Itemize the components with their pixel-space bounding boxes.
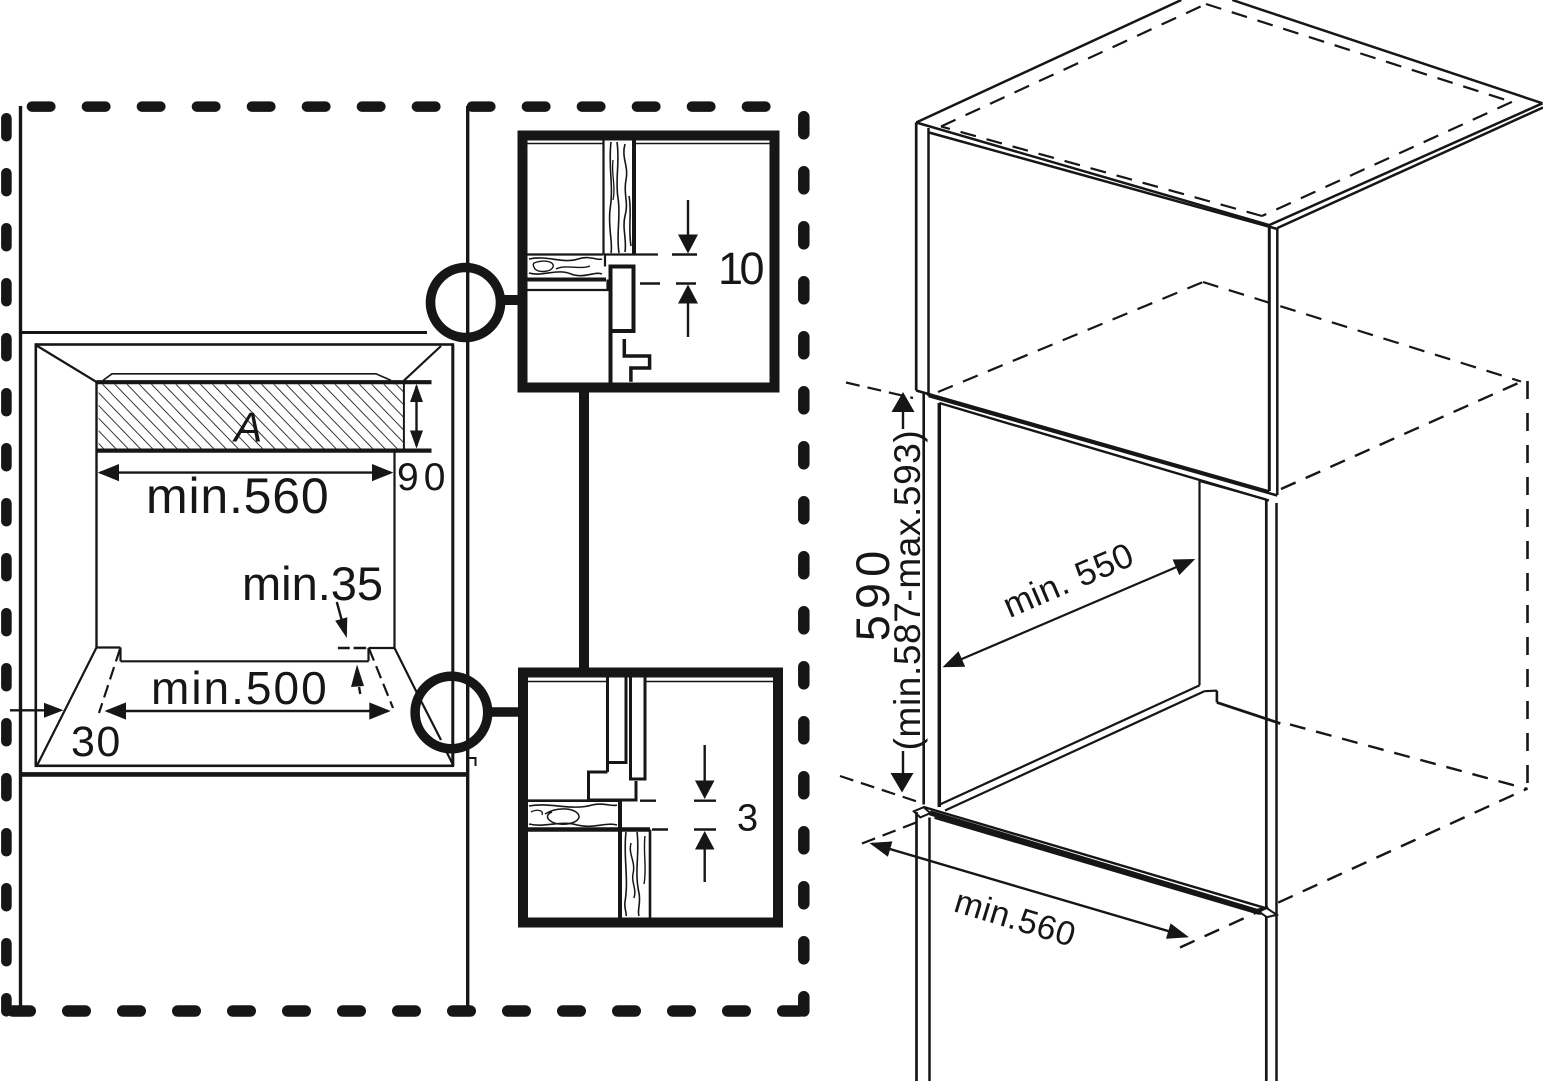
svg-text:3: 3 <box>737 798 758 840</box>
svg-text:min.35: min.35 <box>242 557 383 610</box>
svg-text:10: 10 <box>718 243 764 294</box>
svg-text:min.560: min.560 <box>146 468 329 524</box>
svg-text:(min.587-max.593): (min.587-max.593) <box>887 430 928 751</box>
svg-text:90: 90 <box>397 456 450 499</box>
svg-text:min.500: min.500 <box>151 662 329 714</box>
svg-text:30: 30 <box>71 718 122 766</box>
svg-text:590: 590 <box>846 545 899 641</box>
svg-text:A: A <box>231 403 262 450</box>
